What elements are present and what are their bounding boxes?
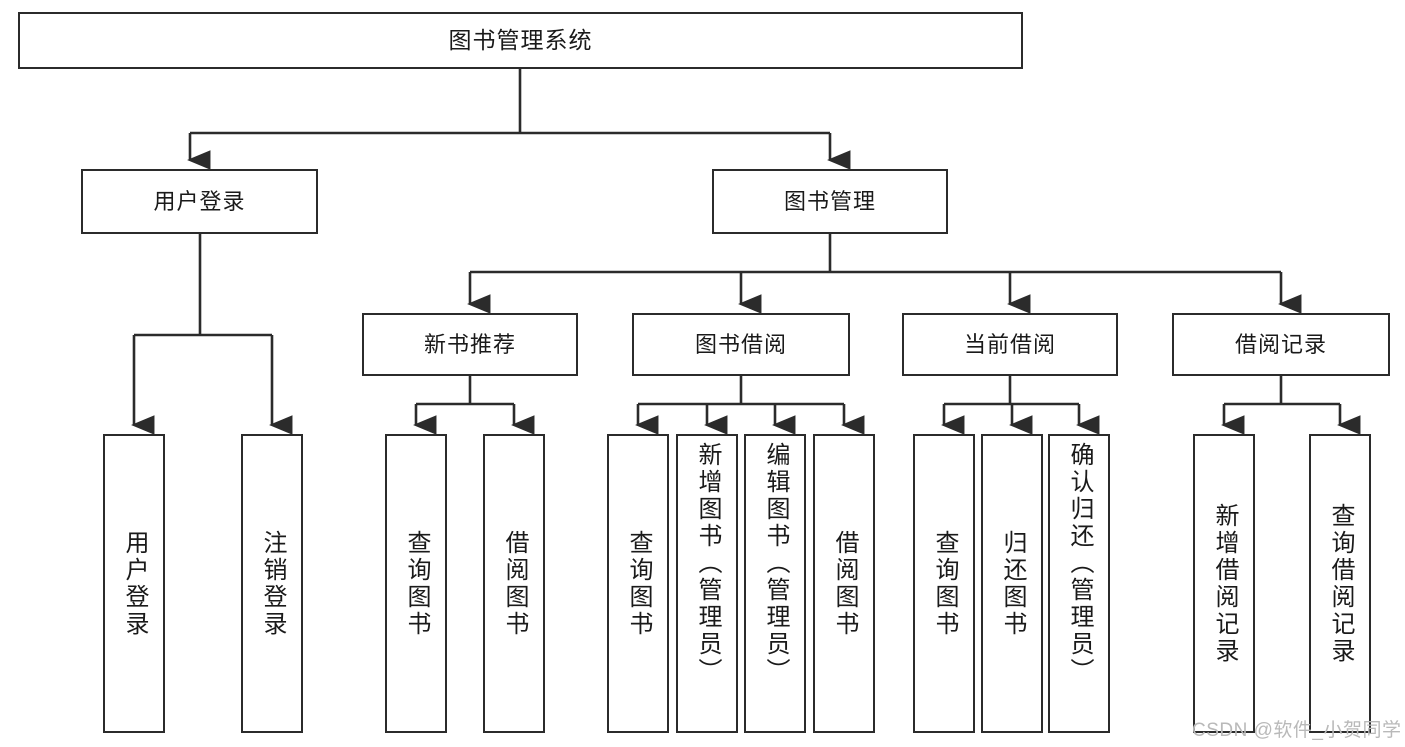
leaf-current-query-book[interactable]: 查询图书: [913, 434, 975, 733]
node-label: 新增借阅记录: [1211, 502, 1238, 665]
node-borrow-record[interactable]: 借阅记录: [1172, 313, 1390, 376]
node-user-login[interactable]: 用户登录: [81, 169, 318, 234]
node-label: 编辑图书（管理员）: [762, 442, 789, 685]
csdn-watermark: CSDN @软件_小贺同学: [1192, 720, 1402, 741]
node-label: 用户登录: [121, 529, 148, 638]
node-label: 归还图书: [999, 529, 1026, 638]
node-label: 借阅图书: [831, 529, 858, 638]
node-label: 图书管理: [783, 188, 876, 214]
leaf-borrow-borrow-book[interactable]: 借阅图书: [813, 434, 875, 733]
leaf-current-confirm-return-admin[interactable]: 确认归还（管理员）: [1048, 434, 1110, 733]
leaf-record-query-record[interactable]: 查询借阅记录: [1309, 434, 1371, 733]
leaf-borrow-query-book[interactable]: 查询图书: [607, 434, 669, 733]
node-label: 查询借阅记录: [1327, 502, 1354, 665]
leaf-borrow-edit-book-admin[interactable]: 编辑图书（管理员）: [744, 434, 806, 733]
node-current-borrow[interactable]: 当前借阅: [902, 313, 1118, 376]
leaf-recommend-query-book[interactable]: 查询图书: [385, 434, 447, 733]
node-label: 注销登录: [259, 529, 286, 638]
node-label: 图书借阅: [694, 331, 787, 357]
node-label: 借阅图书: [501, 529, 528, 638]
node-label: 借阅记录: [1234, 331, 1327, 357]
node-label: 查询图书: [931, 529, 958, 638]
leaf-user-login-login[interactable]: 用户登录: [103, 434, 165, 733]
node-new-book-recommend[interactable]: 新书推荐: [362, 313, 578, 376]
node-label: 查询图书: [625, 529, 652, 638]
node-root-system[interactable]: 图书管理系统: [18, 12, 1023, 69]
node-book-management[interactable]: 图书管理: [712, 169, 948, 234]
node-label: 新增图书（管理员）: [694, 442, 721, 685]
leaf-current-return-book[interactable]: 归还图书: [981, 434, 1043, 733]
node-label: 确认归还（管理员）: [1066, 442, 1093, 685]
leaf-borrow-add-book-admin[interactable]: 新增图书（管理员）: [676, 434, 738, 733]
node-label: 用户登录: [153, 188, 246, 214]
node-label: 查询图书: [403, 529, 430, 638]
node-book-borrow[interactable]: 图书借阅: [632, 313, 850, 376]
leaf-user-login-logout[interactable]: 注销登录: [241, 434, 303, 733]
node-label: 图书管理系统: [448, 26, 593, 53]
node-label: 新书推荐: [423, 331, 516, 357]
node-label: 当前借阅: [963, 331, 1056, 357]
leaf-recommend-borrow-book[interactable]: 借阅图书: [483, 434, 545, 733]
leaf-record-add-record[interactable]: 新增借阅记录: [1193, 434, 1255, 733]
